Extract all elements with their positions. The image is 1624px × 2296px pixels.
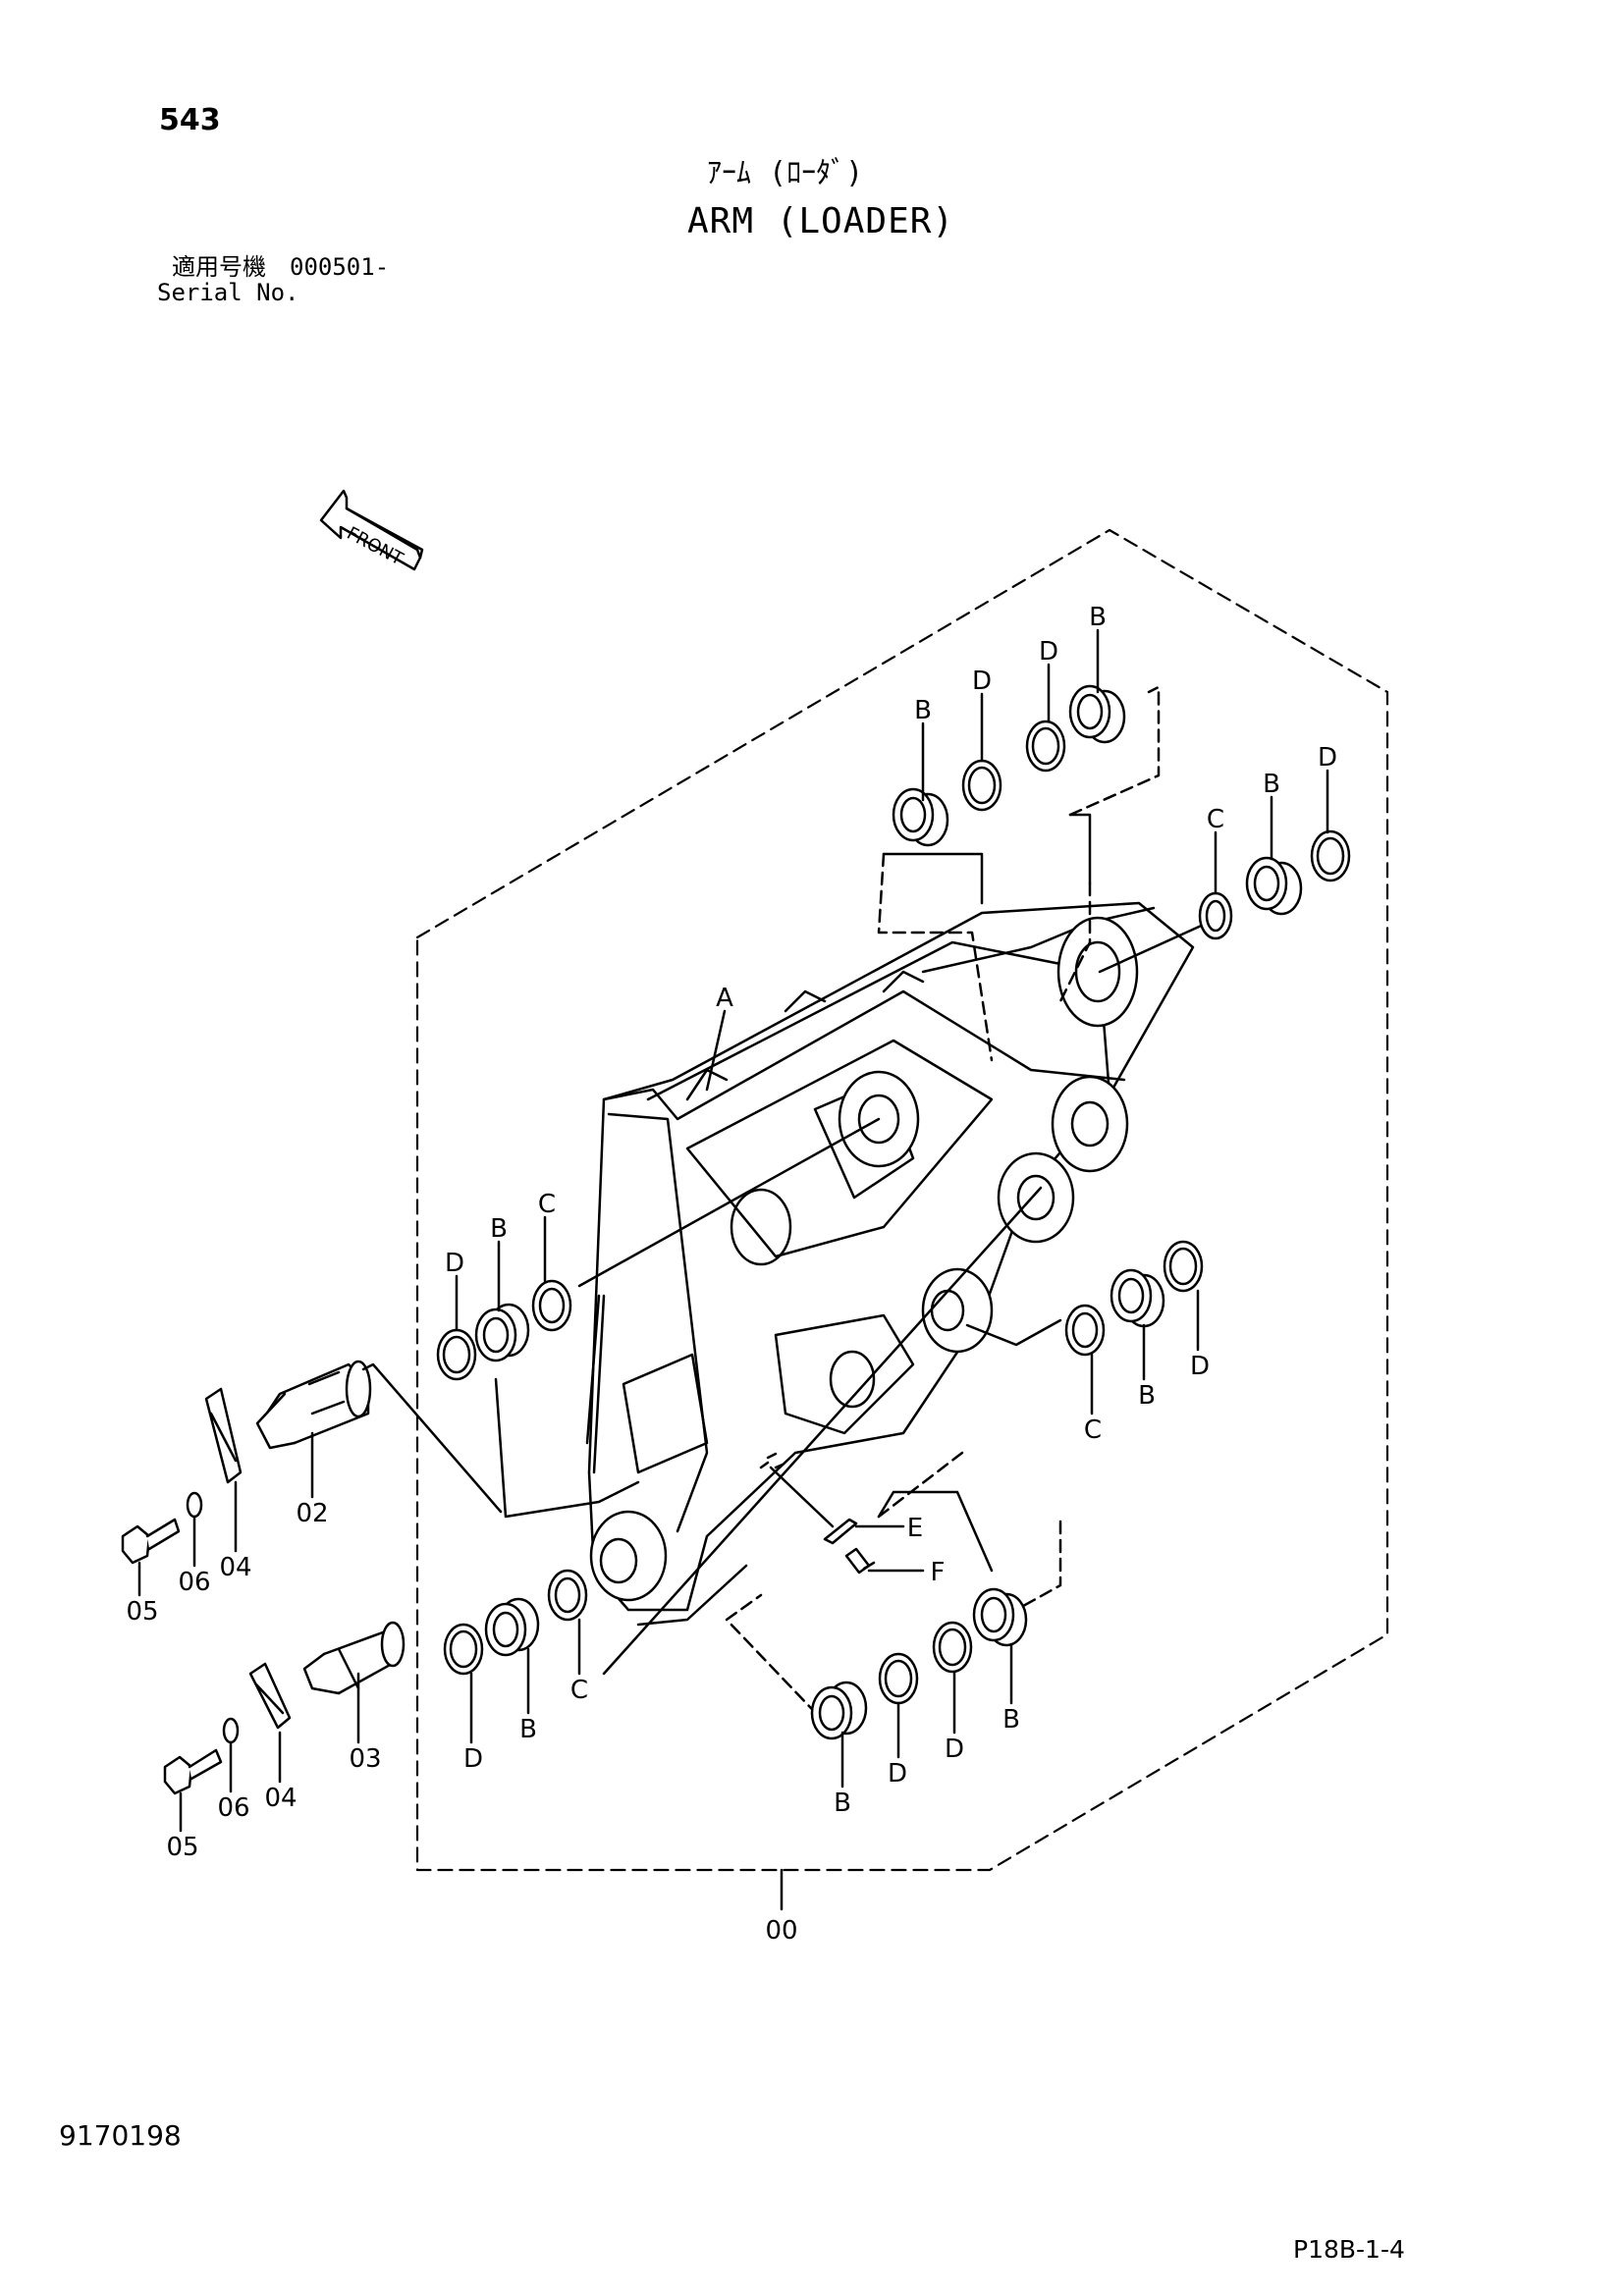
top-bushing-b1	[892, 787, 949, 847]
assembly-boundary	[415, 528, 1389, 1872]
washer-06-upper	[186, 1491, 203, 1519]
arm-top-boss	[1056, 916, 1139, 1028]
arm-middle-boss	[997, 1075, 1129, 1244]
serial-number-japanese: 適用号機 000501-	[172, 253, 390, 281]
title-english: ARM (LOADER)	[687, 201, 955, 241]
lower-left-ring-c	[547, 1569, 588, 1622]
arm-bottom-boss	[589, 1510, 668, 1602]
page-code: P18B-1-4	[1293, 2235, 1405, 2264]
callout-mid-right-d: D	[1190, 1352, 1210, 1381]
bottom-bushing-b1	[810, 1681, 868, 1740]
arm-body	[585, 901, 1195, 1612]
upper-left-bushing-b	[474, 1303, 530, 1362]
callout-bottom-d2: D	[945, 1735, 964, 1764]
callout-f: F	[931, 1558, 946, 1587]
callout-05-upper: 05	[126, 1597, 158, 1627]
callout-06-lower: 06	[217, 1793, 249, 1823]
right-ring-c	[1198, 891, 1233, 940]
plate-04-lower	[248, 1662, 292, 1730]
callout-04-upper: 04	[219, 1553, 251, 1582]
callout-right-d: D	[1318, 743, 1337, 773]
plate-04-upper	[204, 1387, 243, 1484]
serial-number-label: Serial No.	[157, 279, 299, 306]
right-seal-d	[1310, 829, 1351, 882]
callout-right-b: B	[1263, 770, 1280, 799]
callout-top-b2: B	[1089, 603, 1107, 632]
callout-mid-right-b: B	[1138, 1381, 1156, 1411]
callout-00: 00	[765, 1916, 797, 1946]
right-bushing-b	[1245, 856, 1303, 916]
callout-top-b1: B	[914, 696, 932, 725]
bottom-bushing-b2	[972, 1587, 1028, 1647]
grease-nipple-e	[823, 1518, 858, 1545]
pin-03	[302, 1621, 406, 1695]
upper-left-seal-d	[436, 1328, 477, 1381]
callout-top-d2: D	[1039, 637, 1058, 667]
callout-03: 03	[349, 1744, 381, 1774]
document-number: 9170198	[59, 2119, 182, 2152]
bolt-f	[844, 1547, 876, 1575]
callout-upper-left-b: B	[490, 1214, 508, 1244]
callout-e: E	[907, 1514, 923, 1543]
callout-mid-right-c: C	[1084, 1415, 1102, 1445]
bolt-05-lower	[163, 1748, 223, 1795]
callout-bottom-b2: B	[1002, 1705, 1020, 1735]
callout-02: 02	[296, 1499, 328, 1528]
callout-04-lower: 04	[264, 1784, 297, 1813]
callout-upper-left-d: D	[445, 1249, 464, 1278]
mid-right-seal-d	[1163, 1240, 1204, 1293]
callout-lower-left-b: B	[519, 1715, 537, 1744]
callout-a: A	[716, 984, 733, 1013]
front-arrow-icon	[319, 489, 424, 571]
callout-right-c: C	[1207, 805, 1224, 834]
upper-left-ring-c	[531, 1279, 572, 1332]
mid-right-ring-c	[1064, 1304, 1106, 1357]
lower-left-bushing-b	[484, 1597, 540, 1657]
bottom-seal-d1	[878, 1652, 919, 1705]
top-seal-d2	[1025, 720, 1066, 773]
callout-top-d1: D	[972, 667, 992, 696]
lower-left-seal-d	[443, 1623, 484, 1676]
callout-lower-left-c: C	[570, 1676, 588, 1705]
top-bushing-b2	[1068, 684, 1126, 744]
callout-lower-left-d: D	[463, 1744, 483, 1774]
callout-06-upper: 06	[178, 1568, 210, 1597]
callout-05-lower: 05	[166, 1833, 198, 1862]
top-seal-d1	[961, 759, 1002, 812]
mid-right-bushing-b	[1110, 1268, 1165, 1328]
bottom-seal-d2	[932, 1621, 973, 1674]
title-japanese: ｱｰﾑ (ﾛｰﾀﾞ)	[707, 156, 864, 190]
page-number: 543	[159, 103, 221, 137]
callout-upper-left-c: C	[538, 1190, 556, 1219]
bolt-05-upper	[121, 1518, 181, 1565]
washer-06-lower	[222, 1717, 240, 1744]
callout-bottom-b1: B	[834, 1789, 851, 1818]
pin-02	[255, 1360, 372, 1450]
callout-bottom-d1: D	[888, 1759, 907, 1789]
